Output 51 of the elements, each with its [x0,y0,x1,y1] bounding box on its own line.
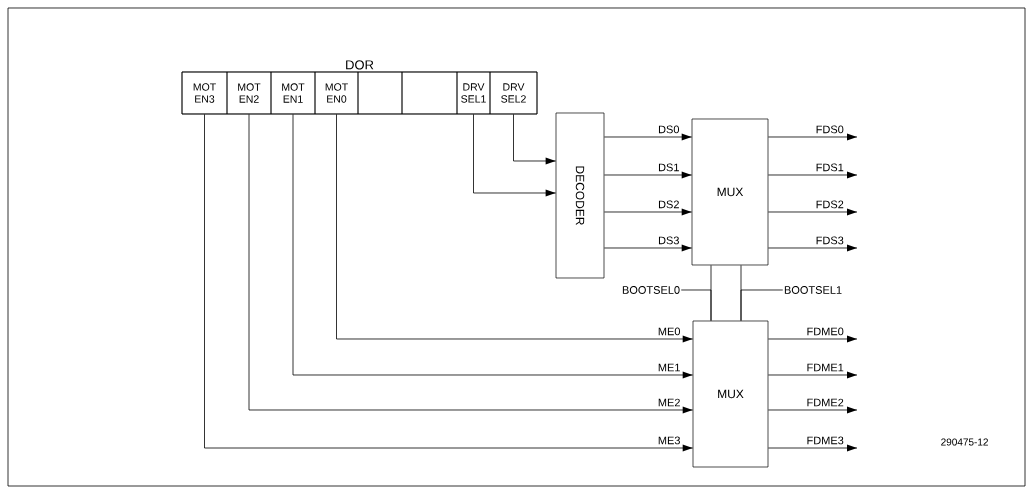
signal-label: DS3 [657,235,681,246]
connector-line [680,289,712,322]
register-cell: DRV SEL2 [489,71,538,115]
arrow [603,244,693,252]
arrow [767,371,858,379]
arrow [767,406,858,414]
figure-number: 290475-12 [941,438,988,446]
empty-cell [357,71,403,115]
signal-label: BOOTSEL0 [622,286,680,294]
signal-label: ME3 [656,435,682,446]
arrow [767,335,858,343]
arrow [767,208,858,216]
register-cell: MOT EN0 [314,71,359,115]
arrow [603,171,693,179]
mux-box: MUX [692,320,769,468]
register-cell: DRV SEL1 [456,71,491,115]
signal-label: ME2 [656,397,682,408]
register-cell: MOT EN2 [226,71,272,115]
arrow [767,444,858,452]
connector-line [740,289,784,322]
arrow [603,133,693,141]
signal-label: ME0 [656,326,682,337]
register-cell: MOT EN3 [181,71,228,115]
arrow [204,113,694,452]
signal-label: FDME2 [805,397,845,408]
signal-label: DS1 [657,162,681,173]
arrow [767,133,858,141]
arrow [248,113,694,414]
signal-label: FDS0 [814,124,845,135]
signal-label: FDME1 [805,362,845,373]
signal-label: DS2 [657,199,681,210]
signal-label: FDS2 [814,199,845,210]
arrow [767,244,858,252]
signal-label: DS0 [657,124,681,135]
signal-label: FDS3 [814,235,845,246]
signal-label: FDME0 [805,326,845,337]
decoder-box: DECODER [555,112,605,279]
signal-label: FDME3 [805,435,845,446]
arrow [603,208,693,216]
signal-label: ME1 [656,362,682,373]
signal-label: BOOTSEL1 [784,286,842,294]
mux-box: MUX [691,118,769,266]
arrow [336,113,694,343]
node-label: DOR [346,60,374,70]
empty-cell [401,71,458,115]
register-cell: MOT EN1 [270,71,316,115]
arrow [513,113,557,165]
arrow [473,113,557,197]
signal-label: FDS1 [814,162,845,173]
arrow [292,113,694,379]
arrow [767,171,858,179]
